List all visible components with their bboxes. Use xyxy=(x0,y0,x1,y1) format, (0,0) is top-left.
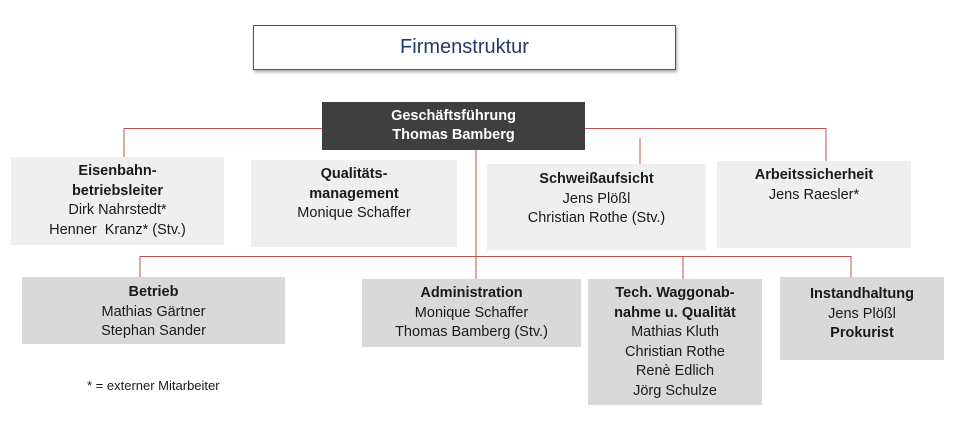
box-line: Eisenbahn- xyxy=(78,163,157,179)
box-line: Christian Rothe xyxy=(625,343,725,360)
box-line: Renè Edlich xyxy=(635,363,715,379)
ceo-name: Thomas Bamberg xyxy=(392,127,515,143)
box-waggonabnahme: Tech. Waggonab- nahme u. Qualität Mathia… xyxy=(588,279,762,405)
box-line: Monique Schaffer xyxy=(414,304,529,321)
box-line: Henner Kranz* (Stv.) xyxy=(49,221,186,238)
box-line: Qualitäts- xyxy=(320,166,388,182)
box-line: Mathias Kluth xyxy=(631,324,719,340)
box-line: Jens Plößl xyxy=(828,305,896,322)
box-instandhaltung: Instandhaltung Jens Plößl Prokurist xyxy=(780,277,944,360)
box-line: Schweißaufsicht xyxy=(539,171,654,187)
box-line: Arbeitssicherheit xyxy=(754,167,874,183)
box-line: Jörg Schulze xyxy=(633,382,717,399)
box-line: Dirk Nahrstedt* xyxy=(68,202,167,218)
box-schweissaufsicht: Schweißaufsicht Jens Plößl Christian Rot… xyxy=(487,164,706,250)
box-line: betriebsleiter xyxy=(71,182,164,199)
box-line: Mathias Gärtner xyxy=(101,303,206,320)
box-line: Stephan Sander xyxy=(101,323,206,339)
box-line: Prokurist xyxy=(830,325,894,341)
ceo-role: Geschäftsführung xyxy=(391,108,516,124)
page-title: Firmenstruktur xyxy=(400,36,529,58)
box-line: management xyxy=(309,185,399,202)
box-line: Christian Rothe (Stv.) xyxy=(527,210,666,226)
box-qualitaetsmanagement: Qualitäts- management Monique Schaffer xyxy=(251,160,457,247)
ceo-box: Geschäftsführung Thomas Bamberg xyxy=(322,102,585,150)
box-line: Thomas Bamberg (Stv.) xyxy=(395,324,548,340)
box-line: Tech. Waggonab- xyxy=(615,285,735,301)
box-line: nahme u. Qualität xyxy=(614,304,736,321)
box-eisenbahnbetriebsleiter: Eisenbahn- betriebsleiter Dirk Nahrstedt… xyxy=(11,157,224,245)
box-line: Jens Plößl xyxy=(562,190,631,207)
box-line: Jens Raesler* xyxy=(768,186,860,203)
box-arbeitssicherheit: Arbeitssicherheit Jens Raesler* xyxy=(717,161,911,248)
title-box: Firmenstruktur xyxy=(253,25,676,70)
box-line: Betrieb xyxy=(128,284,179,300)
box-administration: Administration Monique Schaffer Thomas B… xyxy=(362,279,581,347)
box-betrieb: Betrieb Mathias Gärtner Stephan Sander xyxy=(22,277,285,344)
box-line: Administration xyxy=(420,285,523,301)
box-line: Monique Schaffer xyxy=(297,205,411,221)
footnote: * = externer Mitarbeiter xyxy=(87,378,220,393)
box-line: Instandhaltung xyxy=(810,286,914,302)
